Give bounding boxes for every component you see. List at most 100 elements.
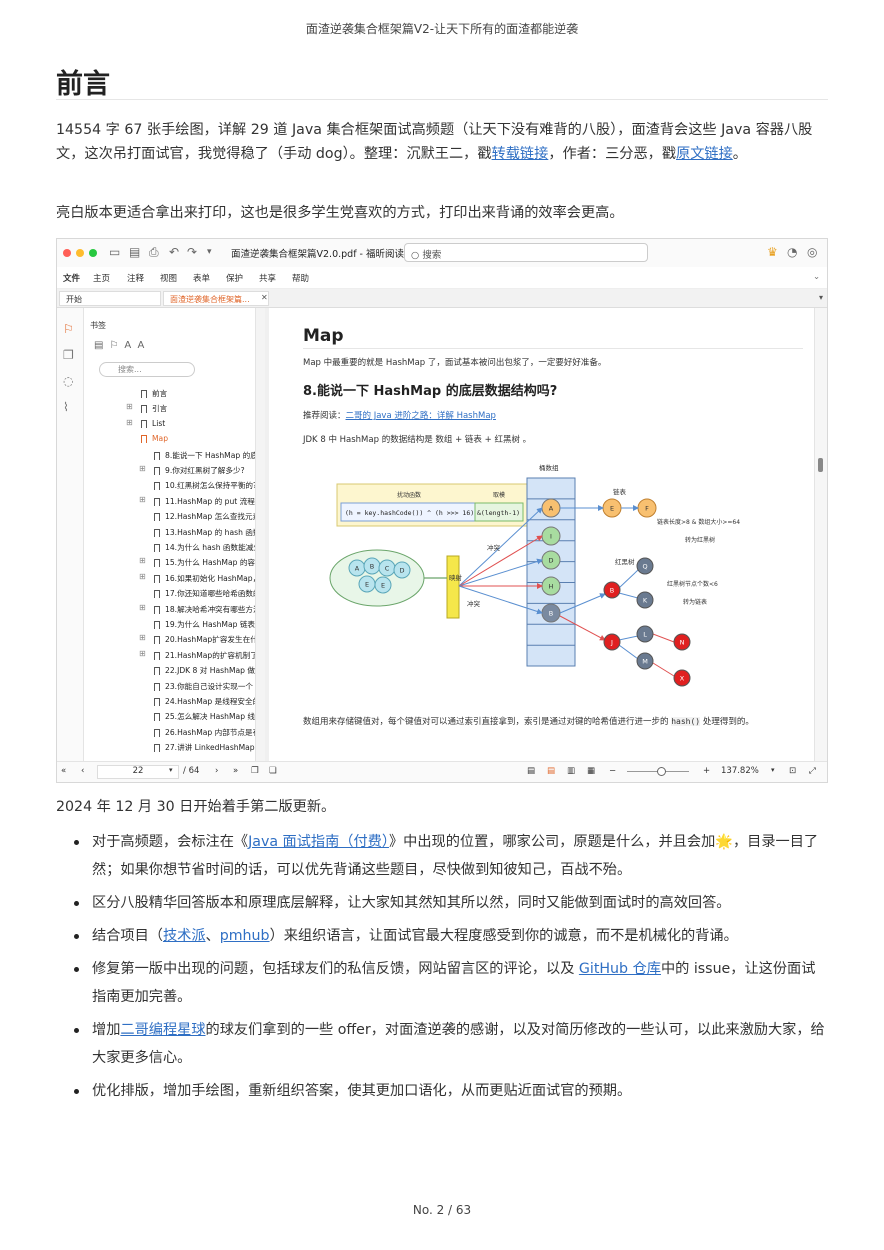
tab-start[interactable]: 开始 [59,291,161,306]
page-dropdown-icon[interactable]: ▾ [169,766,173,774]
redo-icon[interactable]: ↷ [187,245,198,259]
bookmark-item[interactable]: 18.解决哈希冲突有哪些方法? [154,604,255,615]
fullscreen-icon[interactable]: ⤢ [809,766,816,776]
original-link[interactable]: 原文链接 [676,146,733,162]
copy2-icon[interactable]: ❏ [269,766,277,776]
menu-share[interactable]: 共享 [259,274,277,284]
chevron-down-icon[interactable]: ▾ [207,247,212,257]
planet-link[interactable]: 二哥编程星球 [120,1022,206,1038]
undo-icon[interactable]: ↶ [169,245,180,259]
bookmark-item[interactable]: 17.你还知道哪些哈希函数的构造 [154,588,255,599]
tree-node: X [673,669,691,687]
reader-search-input[interactable]: ○ 搜索 [404,243,648,262]
bookmark-list-icon[interactable]: ▤ [94,340,110,351]
expand-icon[interactable]: ⊞ [139,633,146,643]
bookmark-item[interactable]: 22.JDK 8 对 HashMap 做了哪些 [154,665,255,676]
zoom-slider-handle[interactable] [657,767,666,776]
expand-icon[interactable]: ⊞ [139,602,146,612]
font-increase-icon[interactable]: A [124,340,138,351]
menu-home[interactable]: 主页 [93,274,111,284]
expand-icon[interactable]: ⊞ [139,464,146,473]
expand-icon[interactable]: ⊞ [139,556,146,566]
bookmark-item[interactable]: Map [141,434,168,444]
copy-icon[interactable]: ❐ [251,766,259,776]
tab-list-icon[interactable]: ▾ [819,293,824,302]
crown-icon[interactable]: ♛ [767,245,778,259]
expand-icon[interactable]: ⊞ [139,571,146,581]
user-icon[interactable]: ◎ [807,245,818,259]
save-icon[interactable]: ▤ [129,245,141,259]
tab-document[interactable]: 面渣逆袭集合框架篇... [163,291,269,306]
single-page-icon[interactable]: ▤ [527,766,536,776]
bookmark-item[interactable]: 前言 [141,388,167,399]
collapse-chevron-icon[interactable]: ⌄ [813,272,821,282]
b1-text-b: 》中出现的位置，哪家公司，原题是什么，并且会加🌟，目录一目了然；如果你想节省时间… [92,834,819,878]
tab-close-icon[interactable]: ✕ [261,293,268,302]
github-link[interactable]: GitHub 仓库 [578,961,661,977]
pages-panel-icon[interactable]: ❐ [63,348,74,362]
bookmark-item[interactable]: 25.怎么解决 HashMap 线程不安 [154,711,255,722]
bookmark-item[interactable]: 21.HashMap的扩容机制了解吗? [154,650,255,661]
menu-form[interactable]: 表单 [193,274,211,284]
repost-link[interactable]: 转载链接 [491,146,549,162]
zoom-in-icon[interactable]: + [703,766,711,776]
continuous-icon[interactable]: ▤ [547,766,556,776]
page-number-input[interactable]: 22 [97,765,179,779]
bookmark-item[interactable]: 13.HashMap 的 hash 函数是怎么 [154,527,255,538]
recommend-link[interactable]: 二哥的 Java 进阶之路：详解 HashMap [345,411,496,421]
pmhub-link[interactable]: pmhub [219,928,270,944]
menu-file[interactable]: 文件 [63,274,81,284]
next-page-icon[interactable]: › [215,766,219,776]
bookmark-item[interactable]: 26.HashMap 内部节点是有序的 [154,727,255,738]
java-guide-link[interactable]: Java 面试指南（付费） [248,834,389,850]
bookmark-item[interactable]: 12.HashMap 怎么查找元素的呢? [154,511,255,522]
panel-splitter[interactable] [256,308,265,762]
expand-icon[interactable]: ⊞ [139,494,146,504]
bookmark-item[interactable]: 20.HashMap扩容发生在什么时候 [154,634,255,645]
bookmark-item[interactable]: 10.红黑树怎么保持平衡的? [154,480,255,491]
print-icon[interactable]: ⎙ [149,245,159,259]
bookmark-item[interactable]: 8.能说一下 HashMap 的底层数据 [154,450,255,461]
menu-protect[interactable]: 保护 [226,274,244,284]
zoom-level[interactable]: 137.82% [721,766,759,776]
bookmark-search-input[interactable]: 搜索... [99,362,195,377]
font-decrease-icon[interactable]: A [137,340,151,351]
bookmark-item[interactable]: 27.讲讲 LinkedHashMap 怎么实 [154,742,255,753]
expand-icon[interactable]: ⊞ [139,648,146,658]
bookmark-item[interactable]: 15.为什么 HashMap 的容量是 2 [154,557,255,568]
zoom-dropdown-icon[interactable]: ▾ [771,766,775,774]
bookmark-item[interactable]: 24.HashMap 是线程安全的吗? [154,696,255,707]
bookmark-item[interactable]: 16.如果初始化 HashMap，传一个 [154,573,255,584]
last-page-icon[interactable]: » [233,766,239,776]
prev-page-icon[interactable]: ‹ [81,766,85,776]
expand-icon[interactable]: ⊞ [126,402,133,412]
bookmark-item[interactable]: 11.HashMap 的 put 流程知道吗? [154,496,255,507]
bookmark-item[interactable]: 23.你能自己设计实现一个 HashM [154,681,255,692]
vertical-scrollbar[interactable] [814,308,827,762]
menu-view[interactable]: 视图 [160,274,178,284]
minimize-dot[interactable] [76,249,84,257]
two-page-icon[interactable]: ▥ [567,766,576,776]
bookmark-item[interactable]: 19.为什么 HashMap 链表转红黑 [154,619,255,630]
first-page-icon[interactable]: « [61,766,67,776]
bookmark-item[interactable]: List [141,419,165,428]
menu-help[interactable]: 帮助 [292,274,310,284]
bookmark-add-icon[interactable]: ⚐ [109,340,125,351]
grid-view-icon[interactable]: ▦ [587,766,596,776]
close-dot[interactable] [63,249,71,257]
fit-icon[interactable]: ⊡ [789,766,797,776]
zoom-out-icon[interactable]: − [609,766,617,776]
comments-panel-icon[interactable]: ◌ [63,374,74,388]
bell-icon[interactable]: ◔ [787,245,798,259]
bookmark-item[interactable]: 14.为什么 hash 函数能减少哈希 [154,542,255,553]
attachment-panel-icon[interactable]: ⌇ [63,400,69,414]
menu-comment[interactable]: 注释 [127,274,145,284]
maximize-dot[interactable] [89,249,97,257]
folder-icon[interactable]: ▭ [109,245,121,259]
scroll-thumb[interactable] [818,458,823,472]
bookmark-item[interactable]: 9.你对红黑树了解多少? [154,465,245,476]
techpai-link[interactable]: 技术派 [162,928,206,944]
bookmark-item[interactable]: 引言 [141,403,167,414]
bookmark-panel-icon[interactable]: ⚐ [63,322,74,336]
expand-icon[interactable]: ⊞ [126,417,133,427]
